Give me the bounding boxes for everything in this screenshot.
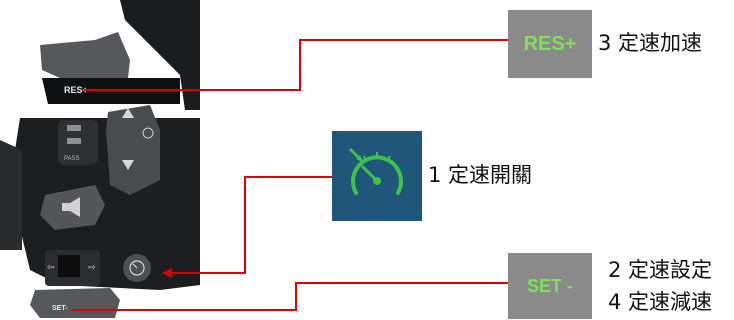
set-description-2: 4 定速減速 <box>608 290 713 314</box>
res-switch-text: RES+ <box>64 85 88 95</box>
res-plus-label: RES+ <box>523 32 577 55</box>
cruise-description: 1 定速開關 <box>428 163 533 187</box>
speedometer-cruise-icon <box>348 147 403 195</box>
cruise-callout-line <box>168 176 332 274</box>
svg-text:⇨: ⇨ <box>88 263 96 273</box>
set-minus-button[interactable]: SET - <box>508 253 592 319</box>
cruise-control-button[interactable] <box>332 131 422 221</box>
svg-text:⇦: ⇦ <box>47 263 55 273</box>
set-switch-text: SET- <box>52 305 68 312</box>
set-callout-line <box>72 282 508 311</box>
res-description: 3 定速加速 <box>598 31 703 55</box>
res-plus-button[interactable]: RES+ <box>508 10 592 78</box>
cruise-arrowhead <box>162 268 172 278</box>
handlebar-switch-photo: RES+ PASS ⇦ ⇨ SET- <box>0 0 200 320</box>
flash-label: PASS <box>64 156 80 162</box>
set-minus-label: SET - <box>526 275 573 296</box>
set-description-1: 2 定速設定 <box>608 258 713 282</box>
res-callout-line <box>84 39 508 91</box>
